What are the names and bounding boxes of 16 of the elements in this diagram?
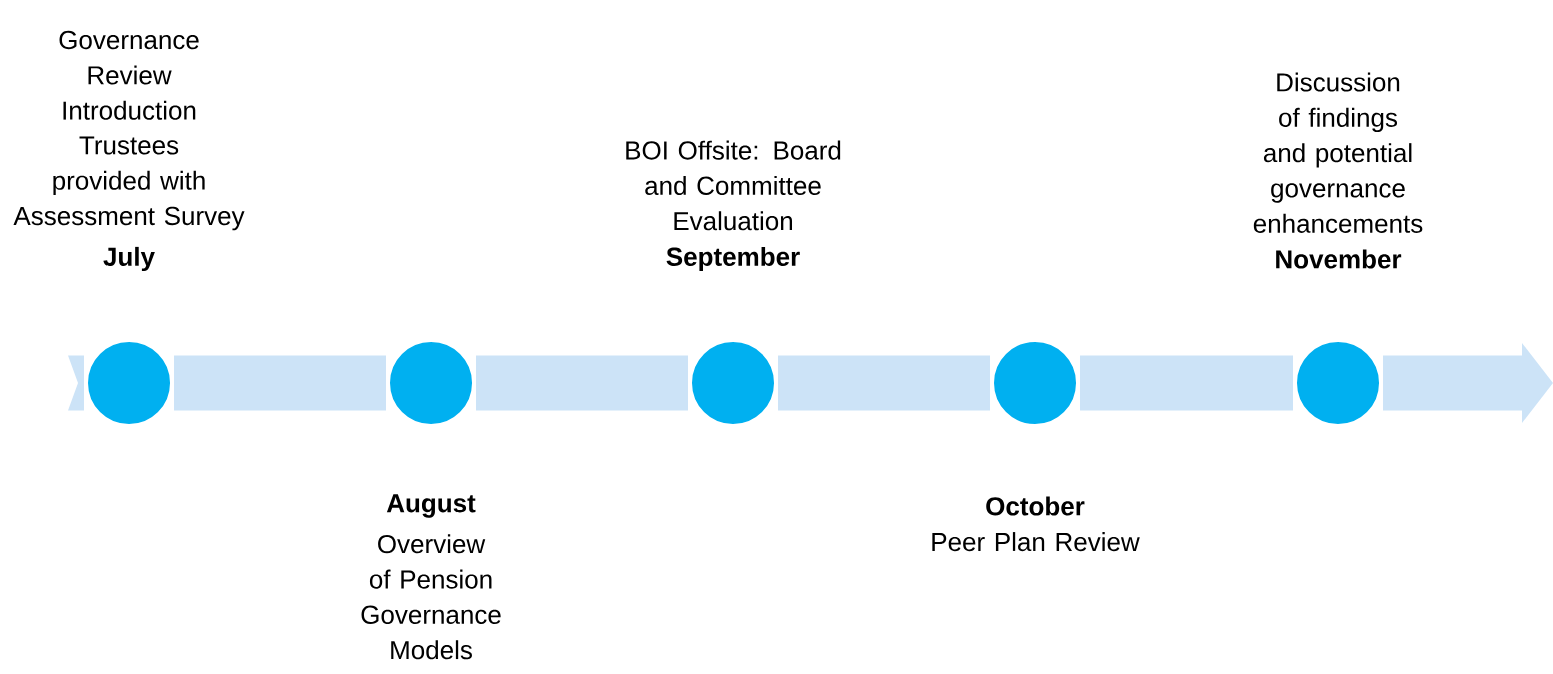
milestone-text: BOI Offsite: Board and Committee Evaluation <box>626 140 841 231</box>
month-label: October <box>986 496 1085 516</box>
timeline-band <box>778 355 990 411</box>
milestone-text: Overview of Pension Governance Models <box>361 534 501 660</box>
month-label: July <box>103 246 155 272</box>
milestone-text: Trustees provided with Assessment Survey <box>13 136 245 231</box>
timeline-arrow <box>1383 343 1553 423</box>
timeline-band <box>476 355 688 411</box>
timeline-band <box>174 355 386 411</box>
month-label: November <box>1276 249 1402 269</box>
month-label: September <box>666 246 800 272</box>
milestone-text: Governance Review Introduction <box>59 30 199 120</box>
timeline-band <box>1080 355 1293 411</box>
milestone-text: Discussion of findings and potential governance enhancements <box>1253 72 1423 233</box>
month-label: August <box>386 494 476 518</box>
milestone-text: Peer Plan Review <box>932 532 1140 552</box>
